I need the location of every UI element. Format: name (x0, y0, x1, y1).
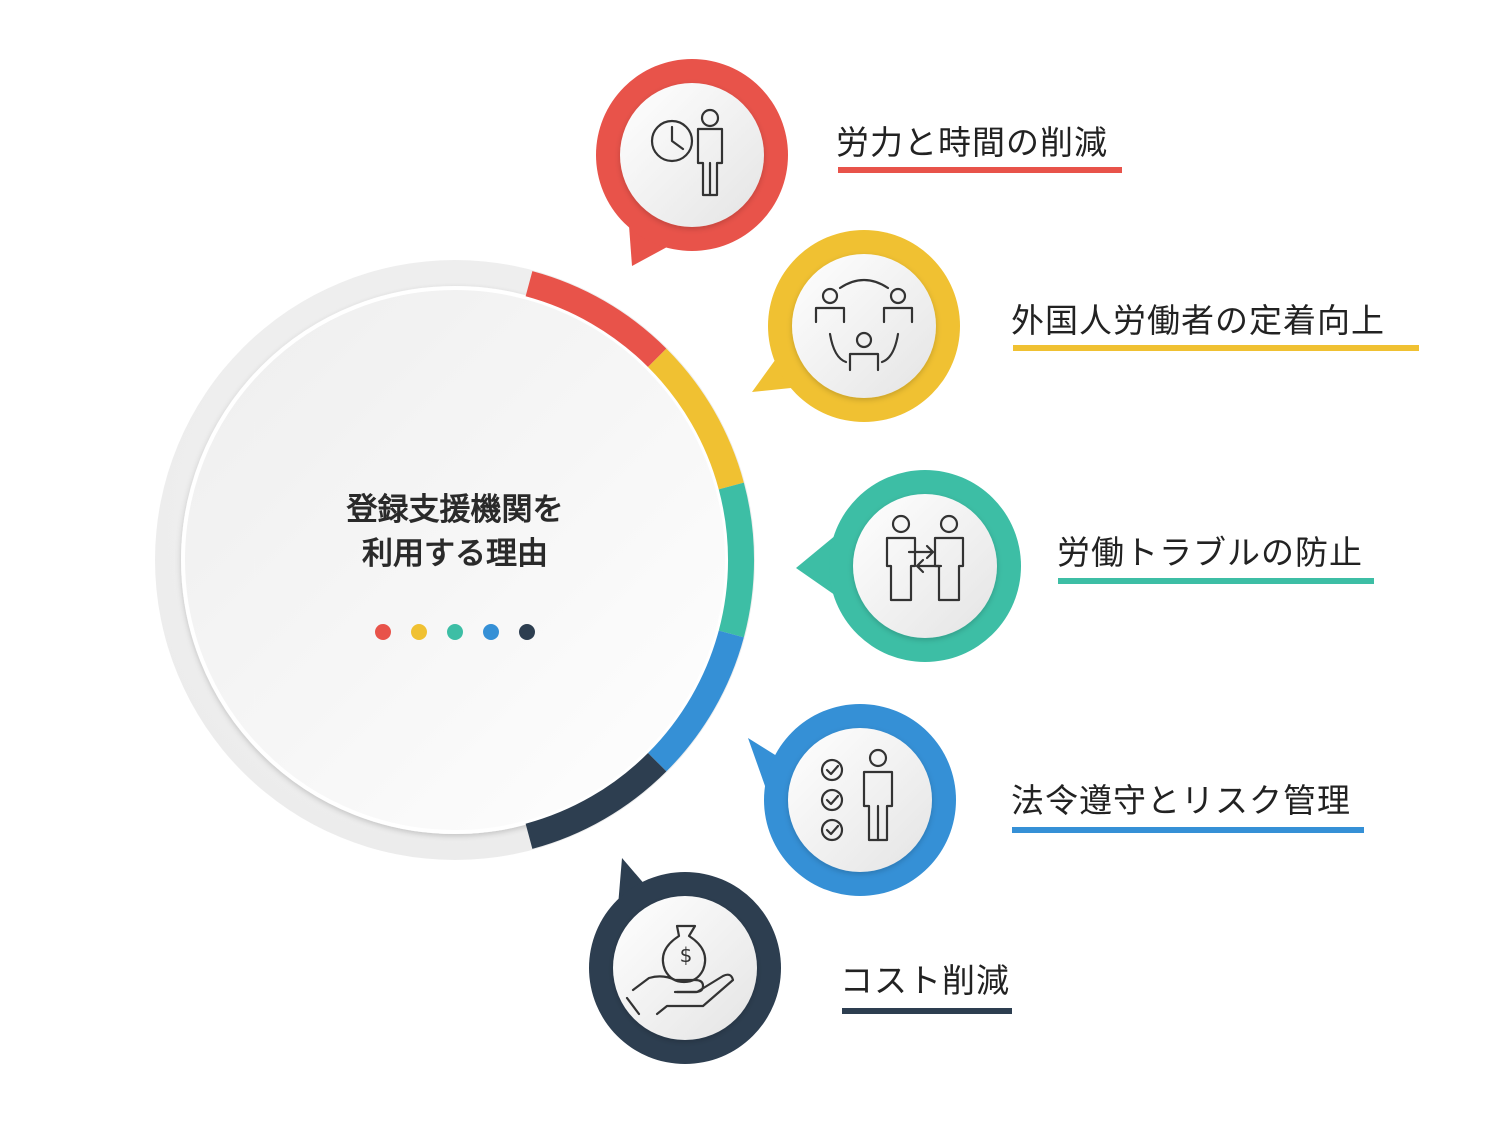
clock-person-icon (650, 108, 724, 197)
svg-text:$: $ (680, 943, 693, 967)
bubble-icon-disc (792, 254, 936, 398)
bubble-icon-disc (788, 728, 932, 872)
color-dot-4 (483, 624, 499, 640)
reason-underline-1 (838, 167, 1122, 173)
bubble-icon-disc (620, 83, 764, 227)
reason-underline-4 (1012, 827, 1364, 833)
center-title: 登録支援機関を 利用する理由 (255, 488, 655, 576)
reason-underline-2 (1013, 345, 1419, 351)
reason-label-4: 法令遵守とリスク管理 (1011, 781, 1351, 820)
color-dot-2 (411, 624, 427, 640)
main-circle-inner (181, 286, 729, 834)
reason-underline-3 (1058, 578, 1374, 584)
reason-label-5: コスト削減 (840, 961, 1010, 1000)
reason-bubble-4 (748, 704, 956, 896)
arc-segment-2 (647, 348, 744, 490)
colored-arc-ring (525, 271, 754, 849)
color-dot-5 (519, 624, 535, 640)
reason-bubble-3 (796, 470, 1021, 662)
people-network-icon (814, 278, 914, 372)
reason-bubble-5: $ (589, 858, 781, 1064)
checklist-person-icon (820, 748, 894, 842)
color-dot-1 (375, 624, 391, 640)
two-people-exchange-icon (885, 514, 965, 602)
arc-segment-5 (525, 752, 667, 849)
reason-underline-5 (842, 1008, 1012, 1014)
arc-segment-4 (647, 630, 744, 772)
money-bag-hand-icon: $ (625, 924, 735, 1016)
color-dots (375, 624, 535, 640)
center-title-line1: 登録支援機関を (346, 492, 564, 528)
reason-bubbles: $ (589, 59, 1021, 1064)
reason-bubble-2 (752, 230, 960, 422)
center-title-line2: 利用する理由 (362, 536, 548, 572)
reason-label-3: 労働トラブルの防止 (1057, 533, 1363, 572)
arc-segment-3 (718, 482, 754, 638)
reason-bubble-1 (596, 59, 788, 266)
reason-label-1: 労力と時間の削減 (836, 123, 1108, 162)
reason-label-2: 外国人労働者の定着向上 (1011, 301, 1385, 340)
arc-segment-1 (525, 271, 667, 368)
color-dot-3 (447, 624, 463, 640)
bubble-icon-disc (613, 896, 757, 1040)
